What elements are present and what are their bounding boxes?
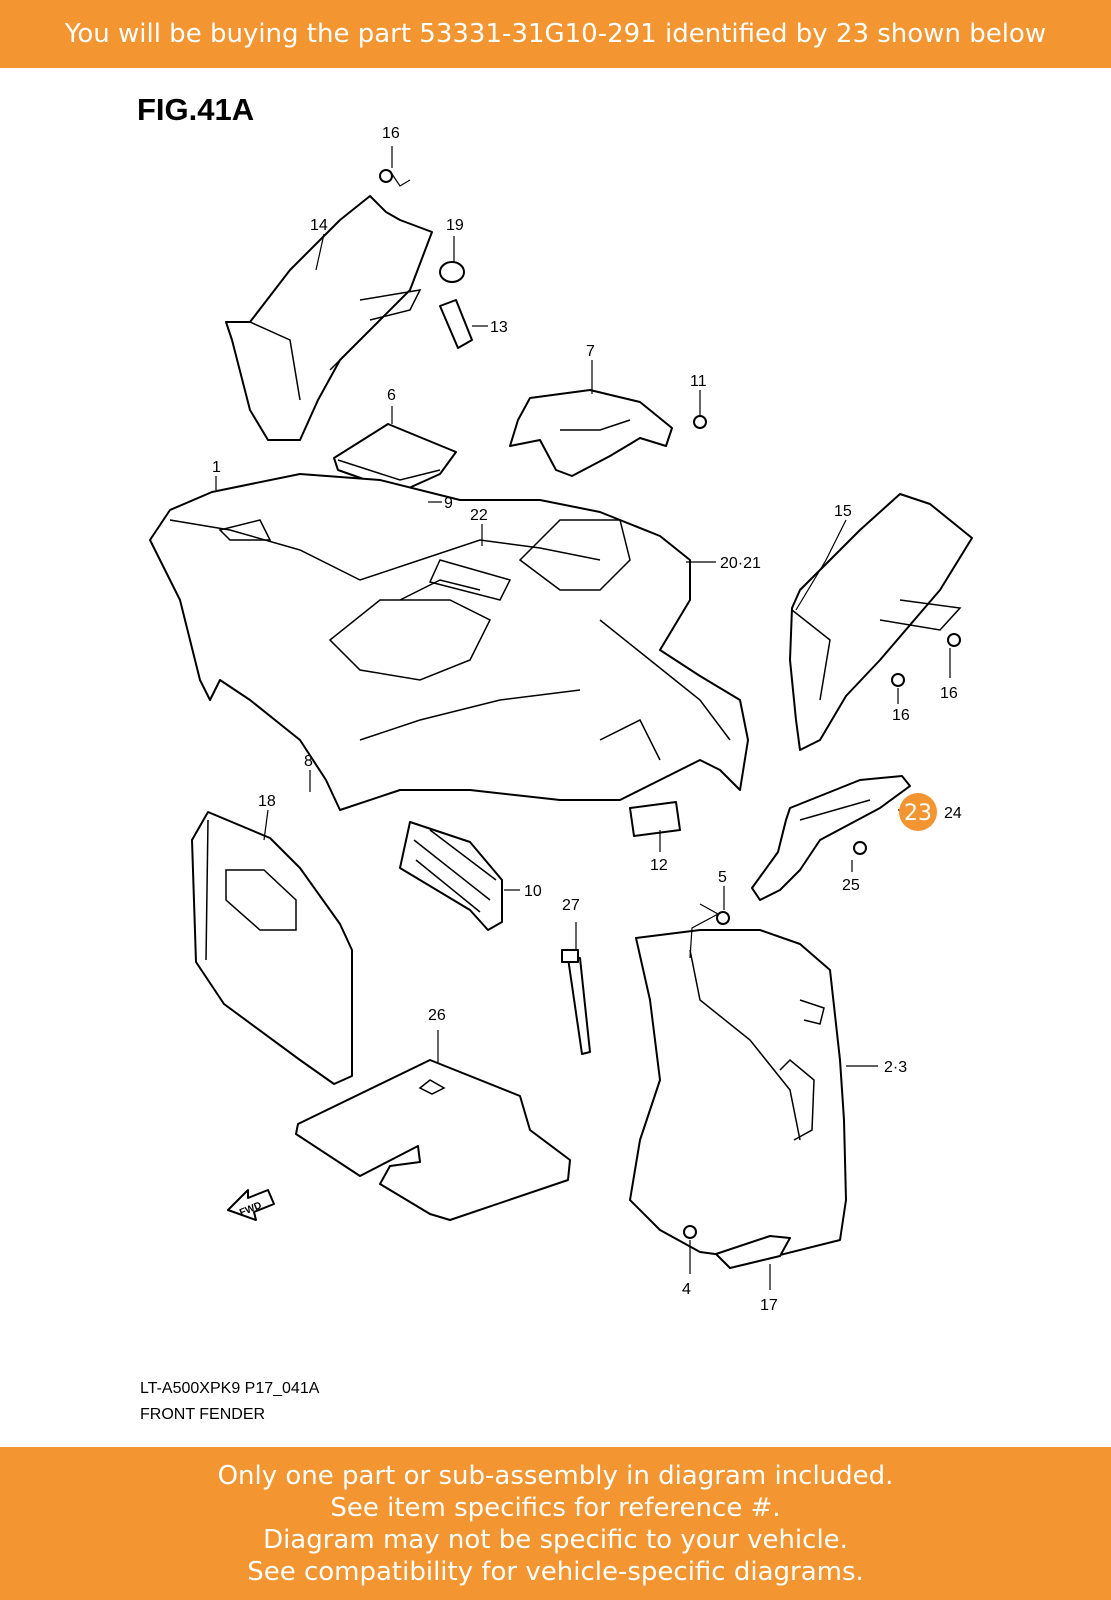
top-banner: You will be buying the part 53331-31G10-… xyxy=(0,0,1111,68)
callout-8: 8 xyxy=(304,753,313,770)
callout-16-top: 16 xyxy=(382,125,400,142)
part-5-bolt xyxy=(716,911,730,925)
part-26-floor-mat xyxy=(295,1059,571,1221)
part-25-bolt xyxy=(853,841,867,855)
callout-7: 7 xyxy=(586,343,595,360)
parts-diagram: FWD 16 14 19 13 6 7 11 xyxy=(0,68,1111,1447)
bottom-banner-line-2: See item specifics for reference #. xyxy=(330,1492,781,1523)
part-18-lower-left-panel xyxy=(191,811,353,1085)
bottom-banner: Only one part or sub-assembly in diagram… xyxy=(0,1447,1111,1600)
top-banner-text: You will be buying the part 53331-31G10-… xyxy=(64,19,1047,49)
callout-10: 10 xyxy=(524,883,542,900)
fwd-arrow-icon: FWD xyxy=(227,1189,275,1221)
part-13-pad xyxy=(439,299,473,349)
part-27-cable-tie xyxy=(561,949,591,1055)
callout-14: 14 xyxy=(310,217,328,234)
callout-12: 12 xyxy=(650,857,668,874)
part-11-bolt xyxy=(693,415,707,429)
callout-25: 25 xyxy=(842,877,860,894)
callout-22: 22 xyxy=(470,507,488,524)
callout-20-21: 20·21 xyxy=(720,555,761,572)
callout-19: 19 xyxy=(446,217,464,234)
bottom-banner-line-3: Diagram may not be specific to your vehi… xyxy=(263,1524,848,1555)
part-16-bolt-right-b xyxy=(891,673,905,687)
highlight-ref-label: 23 xyxy=(904,801,932,826)
callout-4: 4 xyxy=(682,1281,691,1298)
part-14-left-panel xyxy=(225,195,433,441)
highlight-marker-23: 23 xyxy=(899,793,937,831)
figure-caption: FRONT FENDER xyxy=(140,1406,266,1423)
part-1-front-fender xyxy=(149,473,749,811)
part-16-bolt-top xyxy=(379,169,393,183)
callout-16-right-b: 16 xyxy=(892,707,910,724)
part-17-strip xyxy=(715,1235,791,1269)
callout-27: 27 xyxy=(562,897,580,914)
leader-lines xyxy=(215,146,951,1290)
part-2-3-inner-fender xyxy=(629,929,847,1261)
part-15-right-panel xyxy=(789,493,973,751)
callout-16-right-a: 16 xyxy=(940,685,958,702)
part-4-bolt xyxy=(683,1225,697,1239)
callout-24: 24 xyxy=(944,805,962,822)
callout-6: 6 xyxy=(387,387,396,404)
callout-18: 18 xyxy=(258,793,276,810)
callout-15: 15 xyxy=(834,503,852,520)
callouts: 16 14 19 13 6 7 11 1 9 22 20·21 15 16 16… xyxy=(212,125,962,1314)
callout-1: 1 xyxy=(212,459,221,476)
callout-11: 11 xyxy=(690,373,707,390)
figure-title: FIG.41A xyxy=(137,92,255,127)
part-19-grommet xyxy=(439,261,465,283)
part-12-pad xyxy=(629,801,681,837)
bottom-banner-line-4: See compatibility for vehicle-specific d… xyxy=(247,1556,864,1587)
part-10-grille xyxy=(399,821,503,931)
part-23-bracket xyxy=(751,775,911,901)
callout-2-3: 2·3 xyxy=(884,1059,907,1076)
part-16-bolt-right-a xyxy=(947,633,961,647)
part-7-cover xyxy=(509,389,673,477)
model-code: LT-A500XPK9 P17_041A xyxy=(140,1380,320,1397)
callout-5: 5 xyxy=(718,869,727,886)
callout-13: 13 xyxy=(490,319,508,336)
callout-26: 26 xyxy=(428,1007,446,1024)
callout-9: 9 xyxy=(444,495,453,512)
bottom-banner-line-1: Only one part or sub-assembly in diagram… xyxy=(217,1460,894,1491)
callout-17: 17 xyxy=(760,1297,778,1314)
